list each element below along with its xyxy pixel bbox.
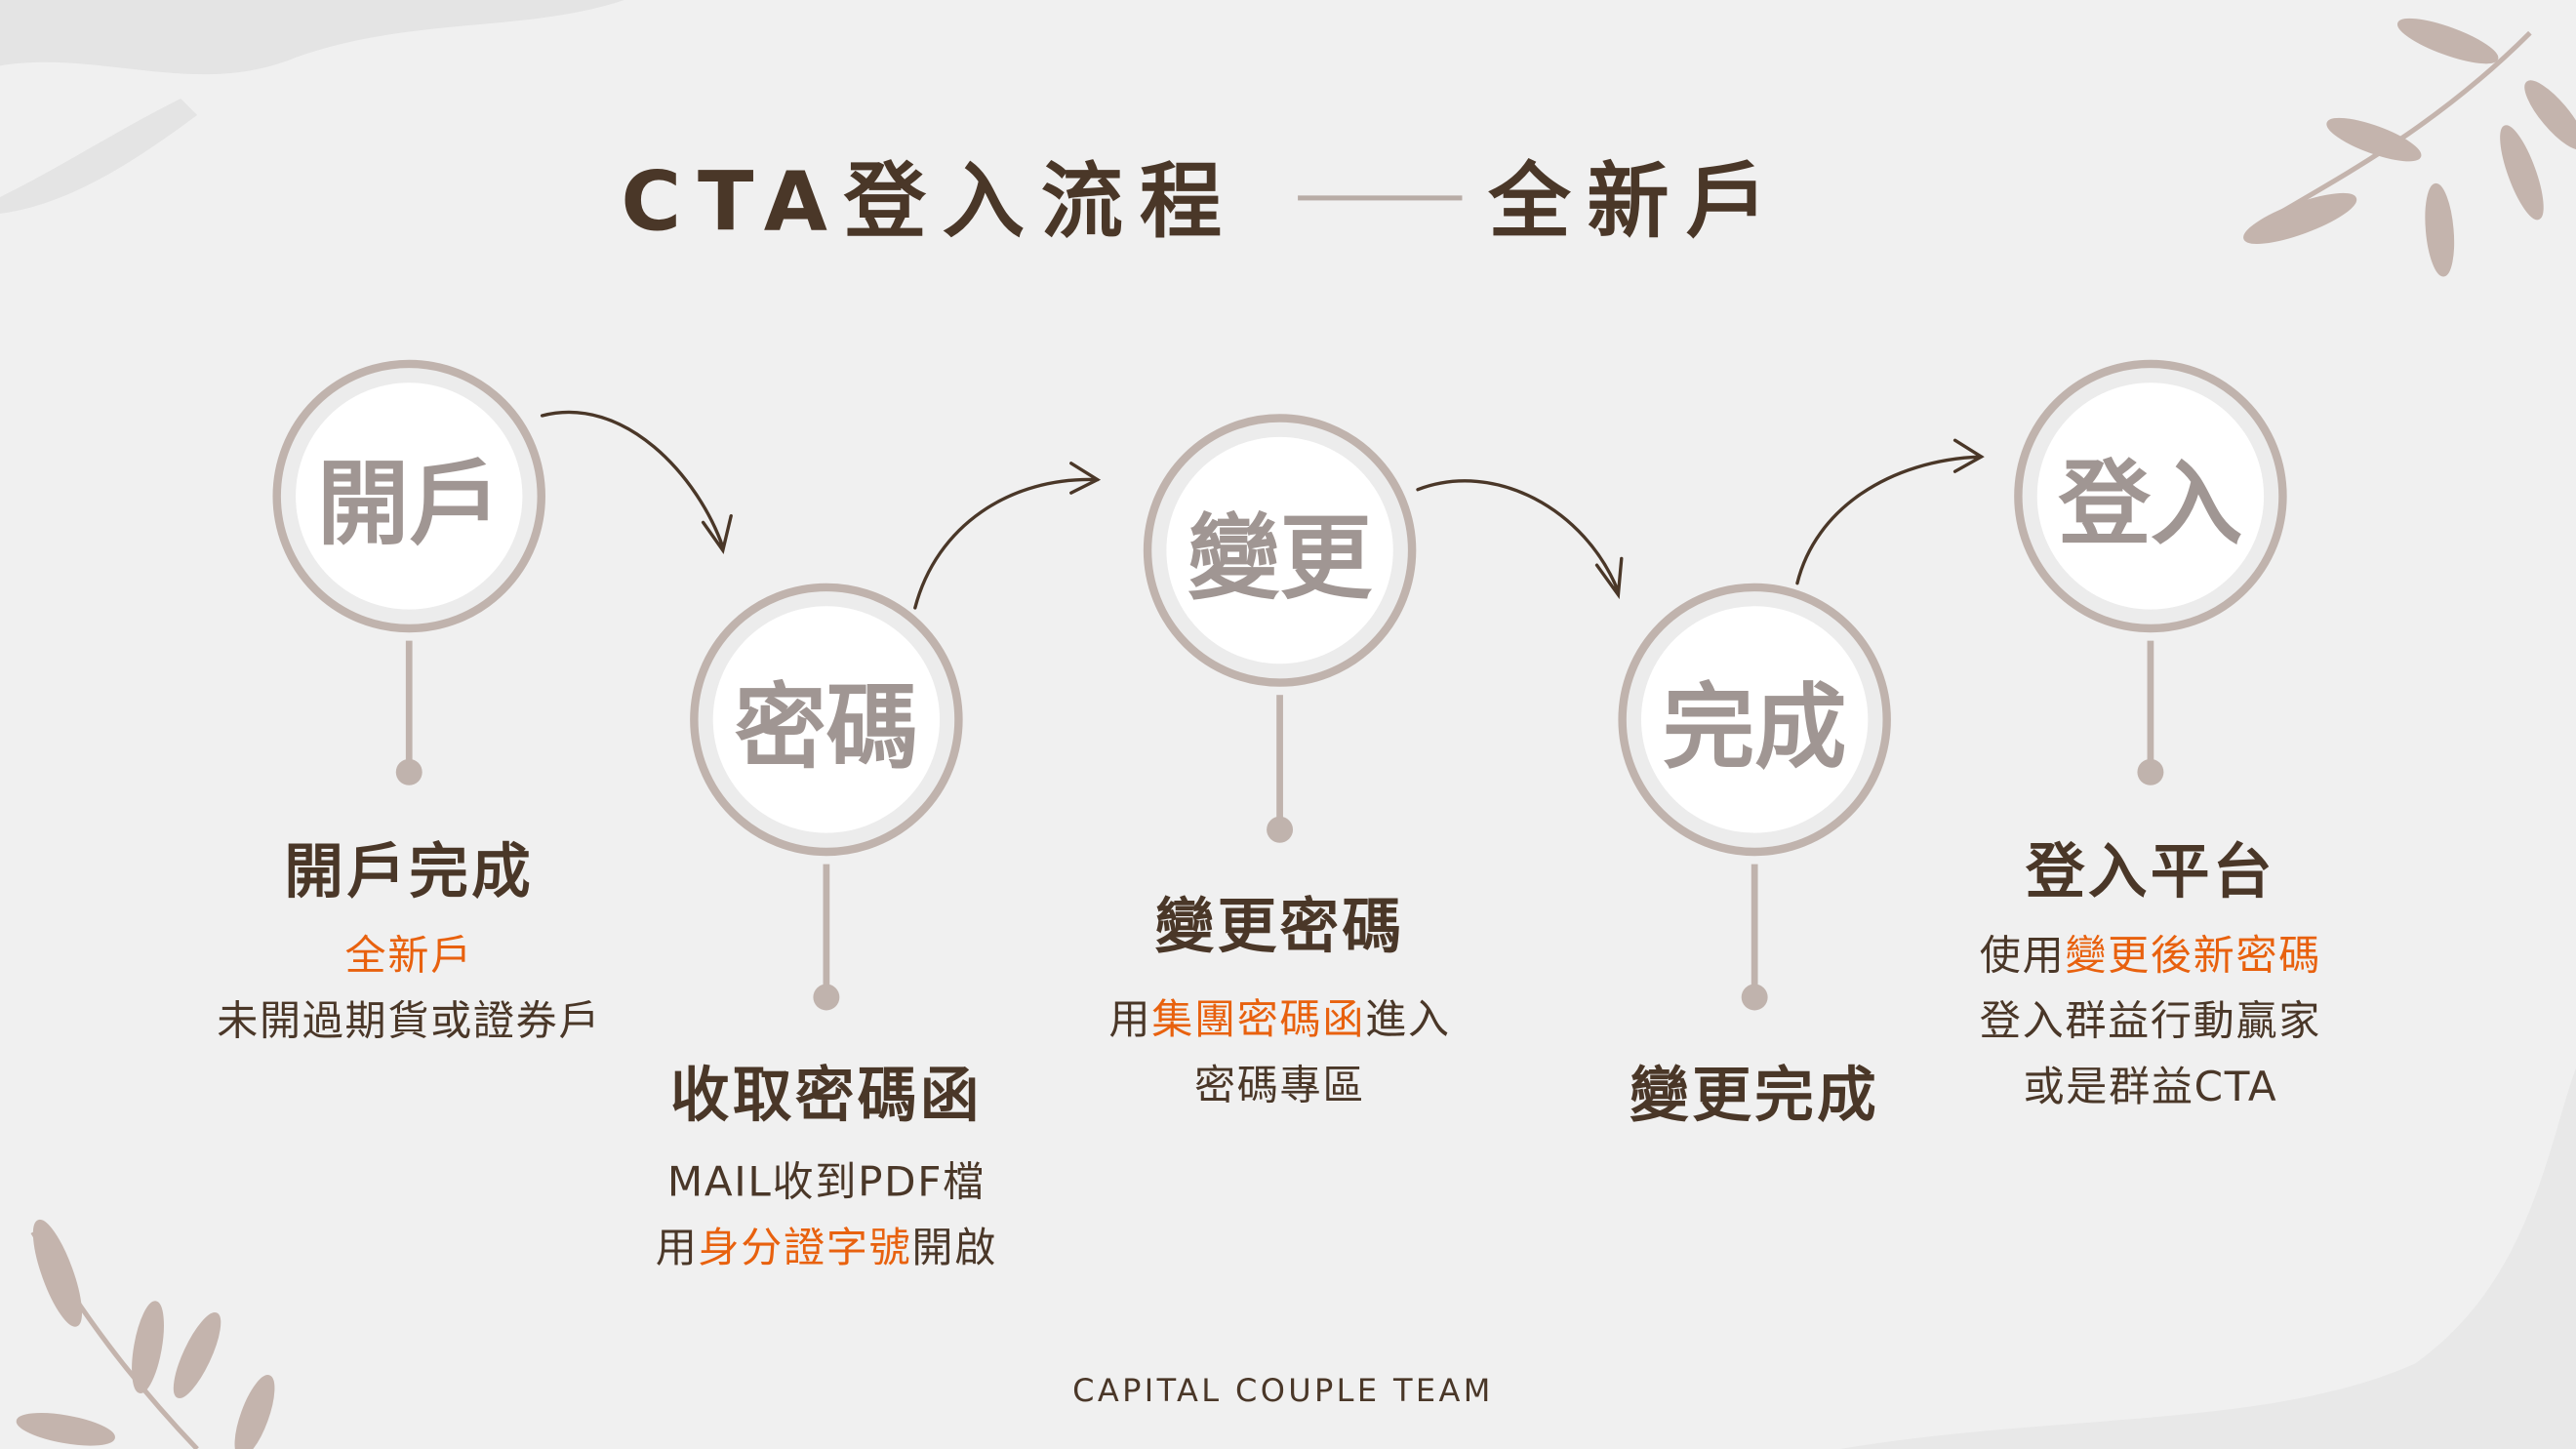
step-label-3: 變更密碼 用集團密碼函進入 密碼專區 [985, 892, 1576, 1118]
arrow-3-icon [1416, 479, 1624, 600]
step-text-highlight: 身分證字號 [698, 1224, 912, 1272]
arrow-2-icon [913, 462, 1102, 610]
step-label-2: 收取密碼函 MAIL收到PDF檔 用身分證字號開啟 [531, 1062, 1122, 1282]
step-stem [1276, 695, 1283, 826]
step-circle-login: 登入 [2014, 359, 2287, 633]
step-circle-complete: 完成 [1618, 583, 1891, 857]
step-circle-label: 開戶 [316, 451, 502, 558]
title-sub: 全新戶 [1488, 154, 1785, 250]
step-dot [395, 758, 423, 785]
step-title: 登入平台 [2025, 839, 2275, 907]
step-dot [813, 984, 840, 1011]
step-title: 收取密碼函 [669, 1063, 983, 1131]
step-stem [1751, 864, 1758, 996]
step-text: 開啟 [911, 1224, 998, 1272]
step-stem [2147, 640, 2154, 773]
step-circle-label: 變更 [1187, 504, 1372, 613]
step-text: 使用 [1979, 931, 2066, 980]
step-title: 變更完成 [1630, 1063, 1880, 1131]
footer-team-name: CAPITAL COUPLE TEAM [1072, 1373, 1494, 1410]
step-circle-change: 變更 [1143, 414, 1417, 687]
step-text: MAIL收到PDF檔 [666, 1157, 986, 1206]
torn-paper-bottom-right [1839, 1067, 2576, 1449]
title-divider [1298, 195, 1463, 201]
step-text: 用 [655, 1224, 699, 1272]
step-label-4: 變更完成 [1459, 1062, 2050, 1134]
step-circle-open-account: 開戶 [272, 359, 545, 633]
step-text: 進入 [1365, 995, 1451, 1044]
step-dot [2137, 758, 2164, 785]
step-text: 或是群益CTA [2023, 1063, 2278, 1111]
step-text-highlight: 變更後新密碼 [2065, 931, 2322, 980]
step-text-highlight: 集團密碼函 [1151, 995, 1366, 1044]
step-stem [823, 864, 830, 996]
step-label-1: 開戶完成 全新戶 未開過期貨或證券戶 [113, 838, 704, 1055]
step-text: 登入群益行動贏家 [1979, 996, 2322, 1045]
step-text-highlight: 全新戶 [344, 931, 473, 980]
step-dot [1741, 984, 1768, 1011]
step-circle-label: 登入 [2058, 451, 2243, 558]
step-circle-password: 密碼 [690, 583, 963, 857]
step-label-5: 登入平台 使用變更後新密碼 登入群益行動贏家 或是群益CTA [1855, 838, 2446, 1121]
step-stem [405, 640, 413, 773]
arrow-1-icon [540, 410, 733, 555]
title-main: CTA登入流程 [621, 154, 1238, 250]
step-text: 未開過期貨或證券戶 [217, 996, 602, 1045]
step-circle-label: 密碼 [734, 674, 919, 782]
step-text: 用 [1108, 995, 1152, 1044]
step-circle-label: 完成 [1662, 674, 1847, 782]
step-title: 開戶完成 [284, 839, 535, 907]
step-dot [1267, 816, 1294, 843]
arrow-4-icon [1795, 438, 1985, 585]
leaf-branch-bottom-left-icon [16, 1219, 275, 1449]
step-text: 密碼專區 [1194, 1061, 1366, 1109]
step-title: 變更密碼 [1154, 893, 1405, 961]
leaf-branch-top-right-icon [2243, 18, 2576, 277]
torn-paper-top-left [0, 0, 624, 214]
